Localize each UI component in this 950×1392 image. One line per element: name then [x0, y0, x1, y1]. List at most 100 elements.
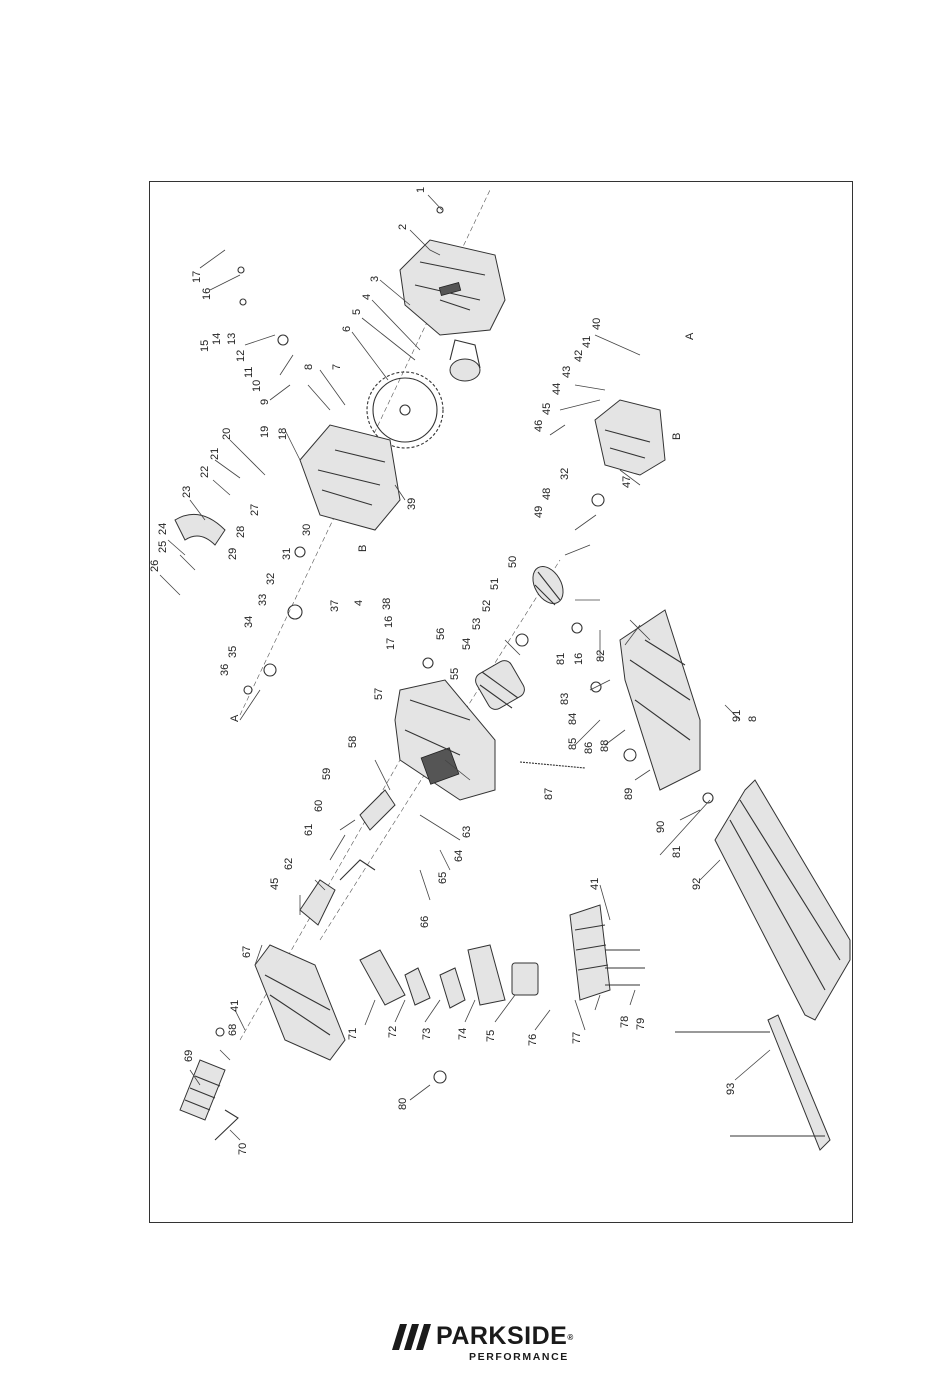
- label-77: 77: [571, 1032, 583, 1044]
- label-88: 88: [599, 740, 611, 752]
- ref-A-right: A: [684, 332, 696, 340]
- label-81-repeat: 81: [671, 846, 683, 858]
- label-32: 32: [265, 573, 277, 585]
- label-59: 59: [321, 768, 333, 780]
- upper-blade-guard: [399, 239, 506, 336]
- label-6: 6: [341, 326, 353, 332]
- label-45-repeat: 45: [269, 878, 281, 890]
- label-58: 58: [347, 736, 359, 748]
- diagram-frame: [149, 181, 853, 1223]
- guide-rail: [714, 779, 851, 1021]
- label-76: 76: [527, 1034, 539, 1046]
- label-92: 92: [691, 878, 703, 890]
- ref-A-left: A: [229, 714, 241, 722]
- label-91: 91: [731, 710, 743, 722]
- label-83: 83: [559, 693, 571, 705]
- base-plate: [619, 609, 701, 791]
- label-23: 23: [181, 486, 193, 498]
- label-70: 70: [237, 1143, 249, 1155]
- label-2: 2: [397, 224, 409, 230]
- label-1: 1: [415, 187, 427, 193]
- fan-rotor: [532, 566, 564, 606]
- label-15: 15: [199, 340, 211, 352]
- label-52: 52: [481, 600, 493, 612]
- label-20: 20: [221, 428, 233, 440]
- label-24: 24: [157, 523, 169, 535]
- label-31: 31: [281, 548, 293, 560]
- label-41: 41: [581, 336, 593, 348]
- label-55: 55: [449, 668, 461, 680]
- brand-slash-mark-icon: [392, 1324, 431, 1350]
- label-74: 74: [457, 1028, 469, 1040]
- rear-housing: [254, 944, 346, 1061]
- label-63: 63: [461, 826, 473, 838]
- label-81: 81: [555, 653, 567, 665]
- ref-B-right: B: [671, 433, 683, 440]
- label-48: 48: [541, 488, 553, 500]
- allen-key: [214, 1109, 239, 1141]
- label-75: 75: [485, 1030, 497, 1042]
- label-9: 9: [259, 399, 271, 405]
- label-28: 28: [235, 526, 247, 538]
- label-11: 11: [243, 367, 255, 378]
- small-parts: [215, 206, 714, 1084]
- label-40: 40: [591, 318, 603, 330]
- label-72: 72: [387, 1026, 399, 1038]
- terminal-block: [569, 904, 611, 1001]
- label-4: 4: [361, 294, 373, 300]
- label-30: 30: [301, 524, 313, 536]
- label-54: 54: [461, 638, 473, 650]
- spring: [519, 761, 586, 769]
- label-57: 57: [373, 688, 385, 700]
- label-16-repeat: 16: [383, 616, 395, 628]
- label-37: 37: [329, 600, 341, 612]
- guard-segment: [174, 513, 226, 546]
- label-51: 51: [489, 578, 501, 590]
- label-17: 17: [191, 271, 203, 283]
- label-8: 8: [303, 364, 315, 370]
- label-49: 49: [533, 506, 545, 518]
- handle-grip: [179, 1059, 226, 1121]
- label-18: 18: [277, 428, 289, 440]
- label-16-repeat-2: 16: [573, 653, 585, 665]
- ref-B-middle: B: [357, 545, 369, 552]
- leader-lines: [159, 194, 771, 1141]
- label-85: 85: [567, 738, 579, 750]
- label-80: 80: [397, 1098, 409, 1110]
- label-3: 3: [369, 276, 381, 282]
- label-41-repeat: 41: [229, 1000, 241, 1012]
- label-46: 46: [533, 420, 545, 432]
- label-10: 10: [251, 380, 263, 392]
- label-78: 78: [619, 1016, 631, 1028]
- label-17-repeat: 17: [385, 638, 397, 650]
- dust-port: [449, 339, 481, 382]
- motor-housing: [394, 679, 496, 801]
- label-71: 71: [347, 1028, 359, 1040]
- label-19: 19: [259, 426, 271, 438]
- label-16: 16: [201, 288, 213, 300]
- label-68: 68: [227, 1024, 239, 1036]
- label-65: 65: [437, 872, 449, 884]
- label-33: 33: [257, 594, 269, 606]
- label-50: 50: [507, 556, 519, 568]
- label-43: 43: [561, 366, 573, 378]
- label-82: 82: [595, 650, 607, 662]
- handle-parts: [299, 789, 396, 926]
- label-39: 39: [406, 498, 418, 510]
- part-labels: 1 2 3 4 5 6 7 8 9 10 11 12 13 14 15 16 1…: [149, 187, 759, 1155]
- screws: [605, 949, 645, 986]
- brand-logo: PARKSIDE® PERFORMANCE: [392, 1322, 592, 1372]
- label-14: 14: [211, 333, 223, 345]
- brand-subtitle: PERFORMANCE: [469, 1351, 569, 1363]
- label-47: 47: [621, 476, 633, 488]
- label-12: 12: [235, 350, 247, 362]
- lower-guard-housing: [299, 424, 401, 531]
- label-56: 56: [435, 628, 447, 640]
- label-22: 22: [199, 466, 211, 478]
- label-4-repeat: 4: [353, 600, 365, 606]
- label-84: 84: [567, 713, 579, 725]
- label-69: 69: [183, 1050, 195, 1062]
- parallel-guide: [675, 1014, 831, 1151]
- label-8-repeat: 8: [747, 716, 759, 722]
